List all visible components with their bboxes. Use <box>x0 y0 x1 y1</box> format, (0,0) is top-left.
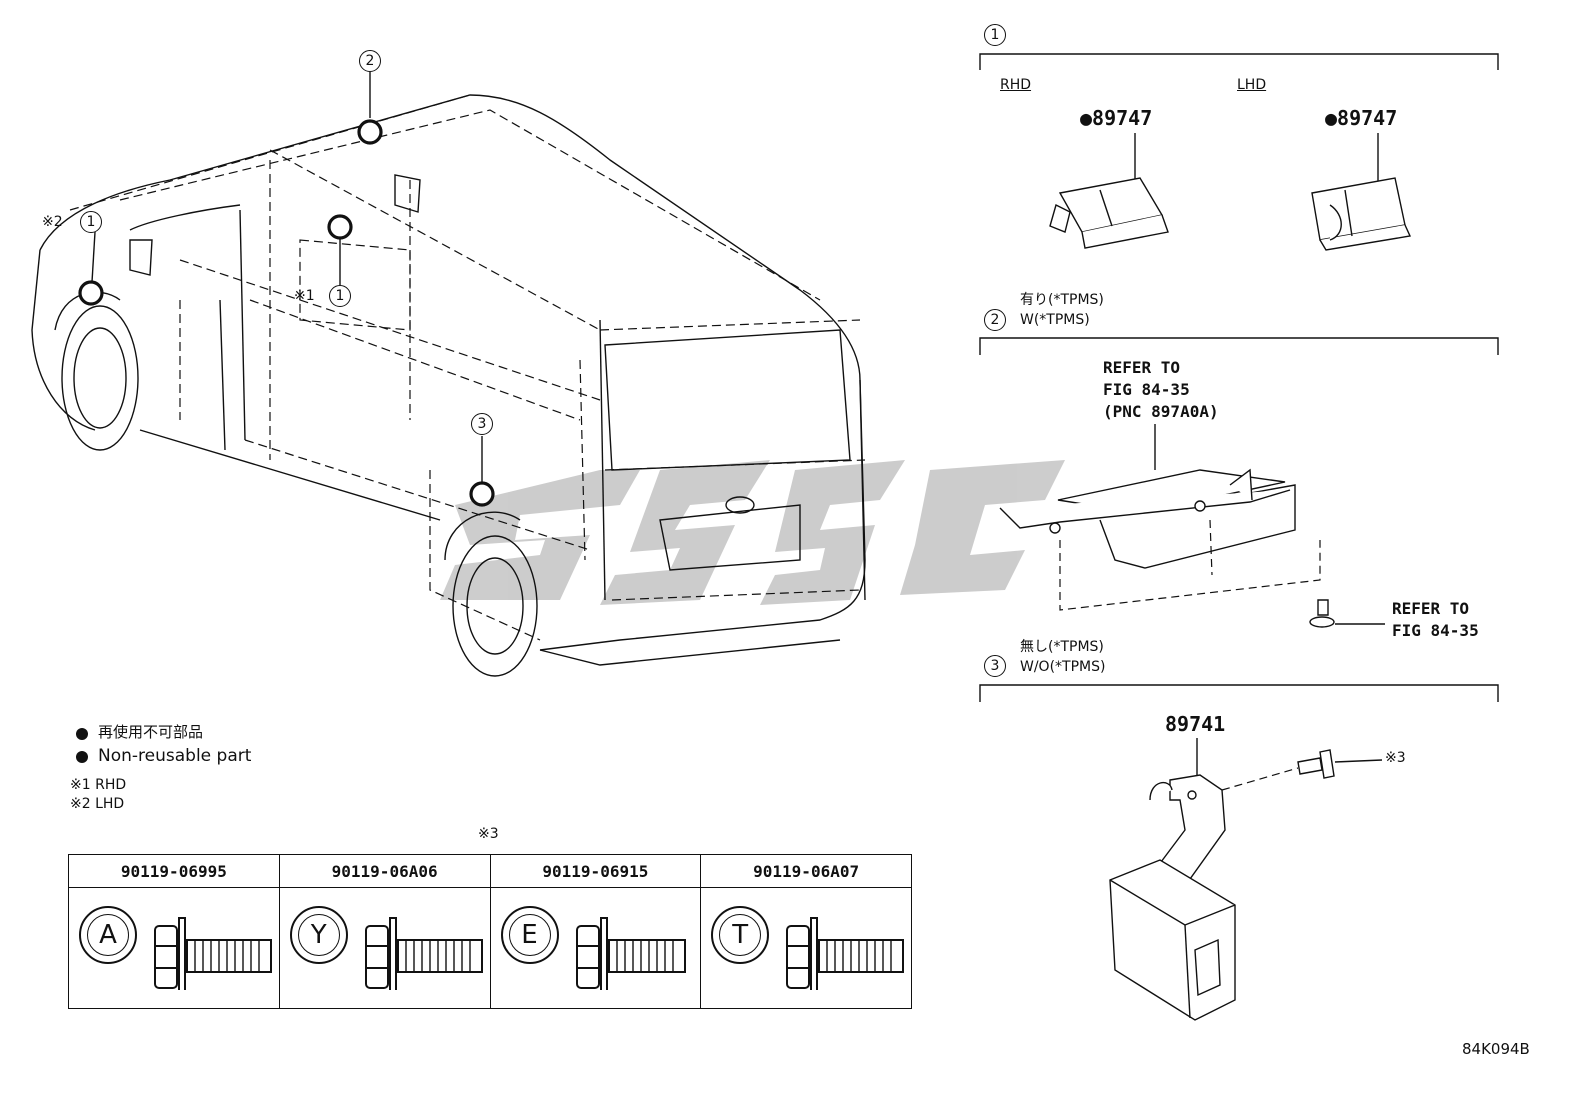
lhd-label: LHD <box>1237 77 1267 93</box>
refer-fig-label-1: FIG 84-35 <box>1103 380 1190 399</box>
bolt-icon <box>575 917 686 990</box>
receiver-dashed <box>1059 519 1321 611</box>
bolt-head-mark: T <box>711 906 770 964</box>
section-1-callout: 1 <box>984 24 1006 46</box>
van-dashed-panels <box>69 94 866 641</box>
bolt-cell: T <box>700 887 912 1009</box>
bolt-small-1 <box>1309 599 1385 628</box>
legend-dot-jp <box>76 728 88 740</box>
bolt-cell: A <box>68 887 280 1009</box>
van-illustration <box>31 94 866 677</box>
ecu-bolt-dashed <box>1221 767 1299 791</box>
legend-nonreusable-en: Non-reusable part <box>98 746 252 766</box>
callout-leaders <box>91 72 483 482</box>
refer-fig-label-2: FIG 84-35 <box>1392 621 1479 640</box>
receiver-drawing <box>999 424 1296 569</box>
bolt-icon <box>364 917 483 990</box>
legend-note-2: ※2 LHD <box>70 796 125 812</box>
callout-1-lhd: 1 <box>80 211 102 233</box>
section-2-label-jp: 有り(*TPMS) <box>1020 292 1104 308</box>
bolt-cell: E <box>489 887 702 1009</box>
bolt-part-number: 90119-06995 <box>68 854 280 888</box>
ecu-bracket-drawing <box>1109 738 1236 1021</box>
ecu-bolt <box>1297 749 1383 779</box>
callout-1-rhd: 1 <box>329 285 351 307</box>
bolt-head-mark: A <box>79 906 137 964</box>
note-2-van: ※2 <box>42 214 63 230</box>
section-3-label-jp: 無し(*TPMS) <box>1020 639 1104 655</box>
section-2-label-en: W(*TPMS) <box>1020 312 1090 328</box>
watermark-logo <box>440 460 1065 605</box>
legend-nonreusable-jp: 再使用不可部品 <box>98 723 204 741</box>
bolt-cell: Y <box>278 887 491 1009</box>
sensor-markers <box>78 119 495 507</box>
bolt-head-mark: E <box>500 906 559 964</box>
callout-3-van: 3 <box>471 413 493 435</box>
sensor-rhd-drawing <box>1049 133 1169 249</box>
rhd-part-number: ●89747 <box>1080 106 1153 130</box>
bolt-part-number: 90119-06A06 <box>278 854 491 888</box>
ecu-bolt-note: ※3 <box>1385 750 1406 766</box>
ecu-part-number: 89741 <box>1165 712 1226 736</box>
callout-2-van: 2 <box>359 50 381 72</box>
section-3-callout: 3 <box>984 655 1006 677</box>
bolt-icon <box>786 917 905 990</box>
section-2-callout: 2 <box>984 309 1006 331</box>
legend-dot-en <box>76 751 88 763</box>
refer-to-label-1: REFER TO <box>1103 358 1181 377</box>
bolt-head-mark: Y <box>289 906 348 964</box>
bolt-icon <box>154 917 272 990</box>
bolt-part-number: 90119-06A07 <box>700 854 912 888</box>
section-brackets <box>979 53 1499 702</box>
section-3-label-en: W/O(*TPMS) <box>1020 659 1106 675</box>
sensor-lhd-drawing <box>1311 133 1412 251</box>
diagram-id: 84K094B <box>1462 1040 1530 1058</box>
bolt-table: 90119-06995 90119-06A06 90119-06915 9011… <box>68 854 912 1009</box>
lhd-part-number: ●89747 <box>1325 106 1398 130</box>
legend-note-1: ※1 RHD <box>70 777 127 793</box>
bolt-part-number: 90119-06915 <box>489 854 702 888</box>
bolt-table-note: ※3 <box>478 826 499 842</box>
note-1-van: ※1 <box>294 288 315 304</box>
refer-pnc-label: (PNC 897A0A) <box>1103 402 1219 421</box>
refer-to-label-2: REFER TO <box>1392 599 1470 618</box>
rhd-label: RHD <box>1000 77 1032 93</box>
